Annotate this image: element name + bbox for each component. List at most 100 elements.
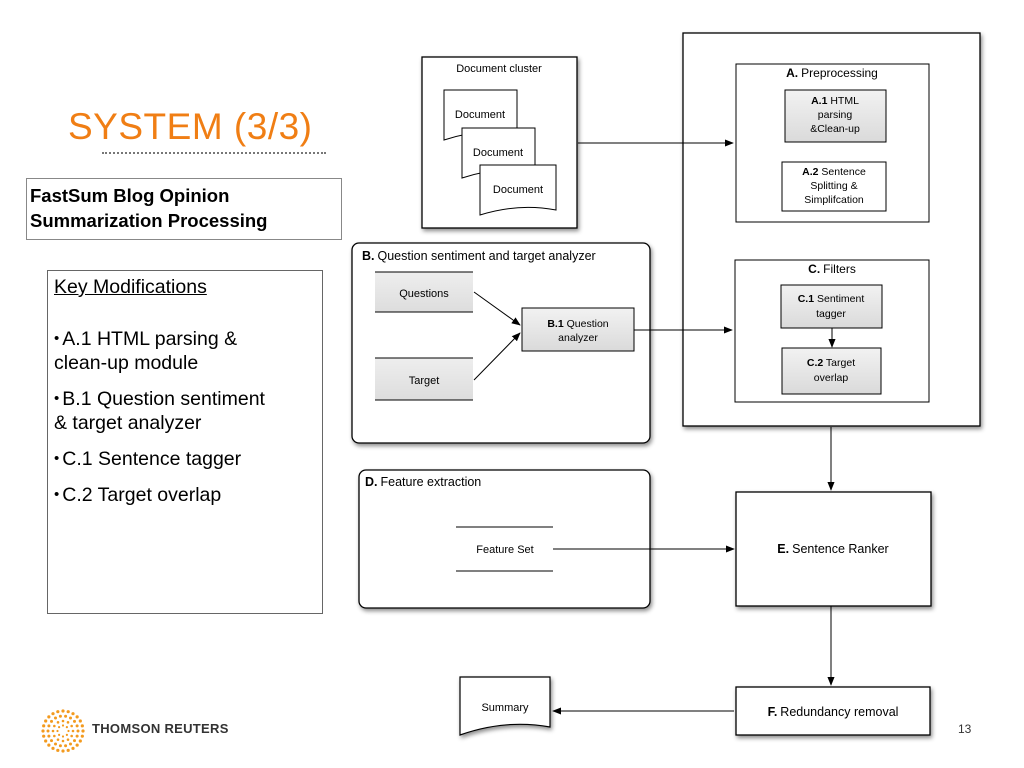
logo-dot: [78, 719, 82, 723]
question-analyzer-line: analyzer: [558, 332, 598, 344]
preprocessing-label: Preprocessing: [801, 66, 878, 80]
list-item: •B.1 Question sentiment & target analyze…: [54, 387, 318, 435]
logo-dot: [70, 734, 73, 738]
question-analyzer-label: Question sentiment and target analyzer: [378, 249, 596, 263]
logo-dot: [75, 724, 79, 728]
logo-dot: [56, 748, 60, 752]
logo-dot: [58, 733, 61, 736]
module-text: HTML: [827, 95, 859, 107]
logo-dot: [46, 729, 50, 733]
redundancy-removal-title: F.Redundancy removal: [768, 705, 899, 719]
logo-dot: [75, 734, 79, 738]
arrow: [473, 291, 521, 326]
logo-dot: [47, 715, 51, 719]
list-item: •C.1 Sentence tagger: [54, 447, 318, 471]
subtitle-line: FastSum Blog Opinion: [30, 185, 230, 206]
sentence-ranker-prefix: E.: [777, 542, 789, 556]
bullet-icon: •: [54, 390, 60, 407]
sentence-splitting-line: Simplifcation: [804, 194, 864, 206]
title-underline: [102, 152, 326, 154]
logo-dot: [56, 738, 60, 741]
page-number: 13: [958, 722, 972, 736]
filters-prefix: C.: [808, 262, 820, 276]
logo-dot: [51, 729, 55, 733]
arrow: [473, 332, 521, 381]
questions-datastore: [375, 272, 473, 312]
target-datastore: [375, 358, 473, 400]
question-analyzer-title: B.Question sentiment and target analyzer: [362, 249, 596, 263]
bullet-icon: •: [54, 486, 60, 503]
logo-dot: [53, 724, 56, 728]
redundancy-removal-box: [735, 686, 931, 736]
logo-dot: [42, 724, 46, 728]
list-item: •A.1 HTML parsing & clean-up module: [54, 327, 318, 375]
logo-dot: [56, 710, 60, 714]
feature-extraction-prefix: D.: [365, 475, 378, 489]
sentence-ranker-title: E.Sentence Ranker: [777, 542, 888, 556]
logo-dot: [71, 712, 75, 716]
module-text: Sentiment: [814, 293, 864, 305]
logo-dot: [64, 744, 68, 748]
logo-dot: [80, 734, 84, 738]
logo-dot: [61, 735, 65, 738]
html-parsing-line: parsing: [818, 109, 853, 121]
logo-dot: [66, 738, 70, 741]
list-item: •C.2 Target overlap: [54, 483, 318, 507]
logo-dot: [70, 724, 73, 728]
module-prefix: A.2: [802, 166, 819, 178]
logo-dot: [65, 733, 68, 736]
logo-dot: [65, 726, 68, 729]
redundancy-removal-label: Redundancy removal: [780, 705, 898, 719]
logo-dot: [64, 714, 68, 718]
list-item-text: A.1 HTML parsing &: [62, 328, 238, 350]
logo-dot: [69, 716, 72, 720]
feature-extraction-title: D.Feature extraction: [365, 475, 481, 489]
sentence-ranker-label: Sentence Ranker: [792, 542, 889, 556]
html-parsing-line: A.1 HTML: [811, 95, 859, 107]
document-cluster-label: Document cluster: [456, 63, 542, 75]
bullet-icon: •: [54, 450, 60, 467]
logo-dot: [42, 734, 46, 738]
key-modifications-heading: Key Modifications: [54, 276, 207, 298]
sentence-splitting-line: A.2 Sentence: [802, 166, 866, 178]
sentence-ranker-box: [735, 491, 932, 607]
target-overlap-line: C.2 Target: [807, 357, 855, 369]
target-label: Target: [409, 375, 440, 387]
document-cluster: Document cluster Document Document Docum…: [421, 56, 578, 229]
subtitle-line: Summarization Processing: [30, 210, 268, 231]
module-prefix: B.1: [547, 318, 564, 330]
filters-title: C.Filters: [808, 262, 856, 276]
thomson-reuters-logo-icon: [41, 709, 85, 753]
logo-dot: [56, 729, 59, 733]
sentiment-tagger-module: [780, 284, 883, 329]
preprocessing-prefix: A.: [786, 66, 798, 80]
summary-document-icon: [459, 676, 551, 736]
logo-dot: [47, 724, 51, 728]
logo-dot: [44, 719, 48, 723]
sentence-splitting-module: [781, 161, 887, 212]
list-item-text: & target analyzer: [54, 412, 202, 434]
logo-dot: [61, 719, 65, 723]
sentence-ranker-module: E.Sentence Ranker: [735, 491, 932, 607]
filters-module: C.Filters C.1 Sentiment tagger C.2 Targe…: [734, 259, 930, 403]
logo-dot: [58, 726, 61, 729]
logo-dot: [47, 734, 51, 738]
document-label: Document: [455, 109, 505, 121]
target-overlap-line: overlap: [814, 372, 849, 384]
html-parsing-line: &Clean-up: [810, 123, 860, 135]
summary-document: Summary: [459, 676, 551, 736]
logo-dot: [78, 739, 82, 743]
logo-dot: [75, 715, 79, 719]
filters-label: Filters: [823, 262, 856, 276]
logo-dot: [50, 739, 54, 743]
logo-text: THOMSON REUTERS: [92, 721, 229, 736]
logo-dot: [72, 719, 76, 723]
feature-extraction-module: D.Feature extraction Feature Set: [358, 469, 651, 609]
logo-dot: [61, 739, 65, 743]
sentiment-tagger-line: C.1 Sentiment: [798, 293, 865, 305]
list-item-text: B.1 Question sentiment: [62, 388, 265, 410]
logo-dot: [72, 739, 76, 743]
document-label: Document: [473, 147, 523, 159]
questions-label: Questions: [399, 288, 449, 300]
